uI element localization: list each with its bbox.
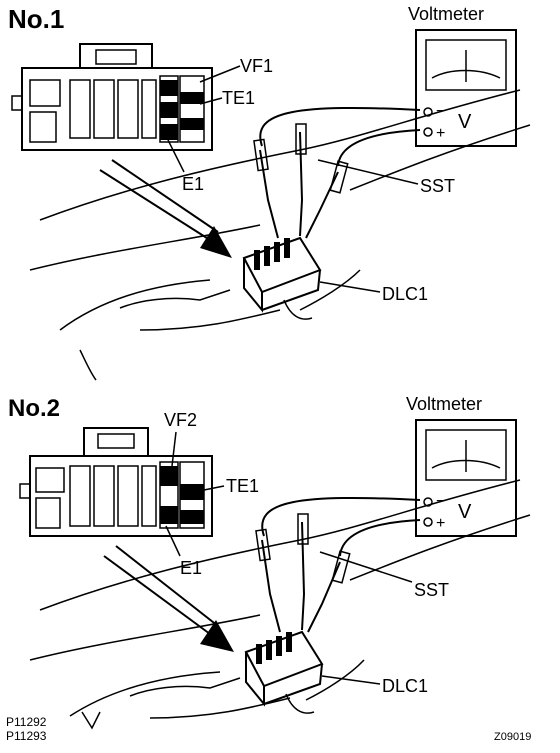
connector-face xyxy=(19,427,213,537)
voltmeter-minus-terminal: − xyxy=(436,493,445,510)
vehicle-body-outline xyxy=(29,89,531,381)
figure-code-line-1: P11292 xyxy=(6,715,47,729)
dlc-label: DLC1 xyxy=(382,284,428,304)
terminal-label-te1: TE1 xyxy=(226,476,259,496)
terminal-label-vf2: VF2 xyxy=(164,410,197,430)
sst-test-leads xyxy=(255,496,421,633)
sst-label: SST xyxy=(420,176,455,196)
vehicle-body-outline xyxy=(29,479,531,730)
voltmeter-unit: V xyxy=(458,111,472,133)
voltmeter-plus-terminal: + xyxy=(436,515,445,532)
panel-heading: No.2 xyxy=(8,395,60,422)
connector-face xyxy=(11,43,213,151)
voltmeter: Voltmeter − + V xyxy=(406,394,517,537)
sst-label: SST xyxy=(414,580,449,600)
voltmeter-unit: V xyxy=(458,501,472,523)
figure-code-line-2: P11293 xyxy=(6,729,47,743)
dlc-connector xyxy=(244,630,324,714)
panel-2: No.2 VF2 TE1 E1 xyxy=(8,394,531,730)
terminal-label-e1: E1 xyxy=(182,174,204,194)
voltmeter-plus-terminal: + xyxy=(436,125,445,142)
panel-heading: No.1 xyxy=(8,4,64,34)
voltmeter-minus-terminal: − xyxy=(436,103,445,120)
terminal-label-vf1: VF1 xyxy=(240,56,273,76)
figure-id: Z09019 xyxy=(494,731,531,743)
pointer-arrow xyxy=(99,159,232,258)
terminal-label-e1: E1 xyxy=(180,558,202,578)
voltmeter-title: Voltmeter xyxy=(408,4,484,24)
terminal-label-te1: TE1 xyxy=(222,88,255,108)
pointer-arrow xyxy=(103,545,234,652)
voltmeter: Voltmeter − + V xyxy=(408,4,517,147)
voltmeter-title: Voltmeter xyxy=(406,394,482,414)
sst-test-leads xyxy=(253,106,421,239)
panel-1: No.1 VF1 TE1 E1 xyxy=(8,4,531,381)
dlc-label: DLC1 xyxy=(382,676,428,696)
dlc-connector xyxy=(242,236,322,320)
